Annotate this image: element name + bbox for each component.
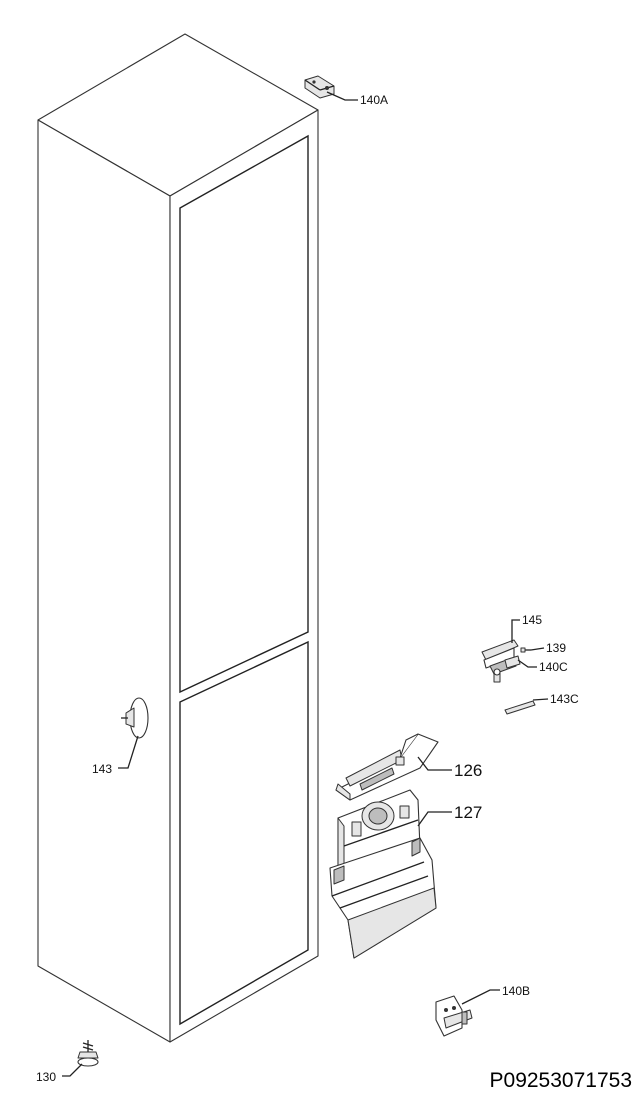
leader-126	[417, 756, 452, 771]
leader-139	[530, 647, 545, 651]
label-140a: 140A	[360, 93, 388, 107]
rod-part-143c	[504, 700, 536, 715]
screw-part-139	[520, 647, 531, 653]
label-139: 139	[546, 641, 566, 655]
leader-140a	[326, 91, 358, 101]
top-hinge-part-140a	[304, 75, 335, 99]
foot-screw-part-130	[77, 1040, 99, 1067]
upper-door-panel	[179, 134, 309, 694]
hinge-pin-part-140c	[504, 655, 521, 669]
cover-part-127	[329, 789, 437, 959]
door-handle-part-143	[121, 697, 149, 739]
label-126: 126	[454, 761, 482, 780]
label-140b: 140B	[502, 984, 530, 998]
leader-130	[62, 1063, 83, 1077]
cabinet-left-side	[37, 119, 171, 1043]
label-130: 130	[36, 1070, 56, 1084]
lower-door-panel	[179, 640, 309, 1026]
label-143: 143	[92, 762, 112, 776]
leader-127	[417, 811, 452, 827]
leader-140c	[517, 659, 537, 668]
label-145: 145	[522, 613, 542, 627]
label-143c: 143C	[550, 692, 579, 706]
part-labels: 140A 145 139 140C 143C 143 126 127 140B …	[36, 93, 579, 1084]
cover-part-126	[335, 733, 439, 801]
leader-143	[118, 735, 139, 769]
label-127: 127	[454, 803, 482, 822]
label-140c: 140C	[539, 660, 568, 674]
appliance-cabinet	[37, 33, 319, 1043]
hinge-assembly-145	[481, 639, 519, 683]
leader-145	[511, 619, 520, 643]
drawing-code: P09253071753	[490, 1069, 632, 1092]
cabinet-front-face	[169, 109, 319, 1043]
bottom-hinge-part-140b	[435, 995, 473, 1037]
leader-lines	[62, 91, 549, 1077]
leader-140b	[461, 989, 500, 1005]
leader-143c	[532, 698, 549, 701]
